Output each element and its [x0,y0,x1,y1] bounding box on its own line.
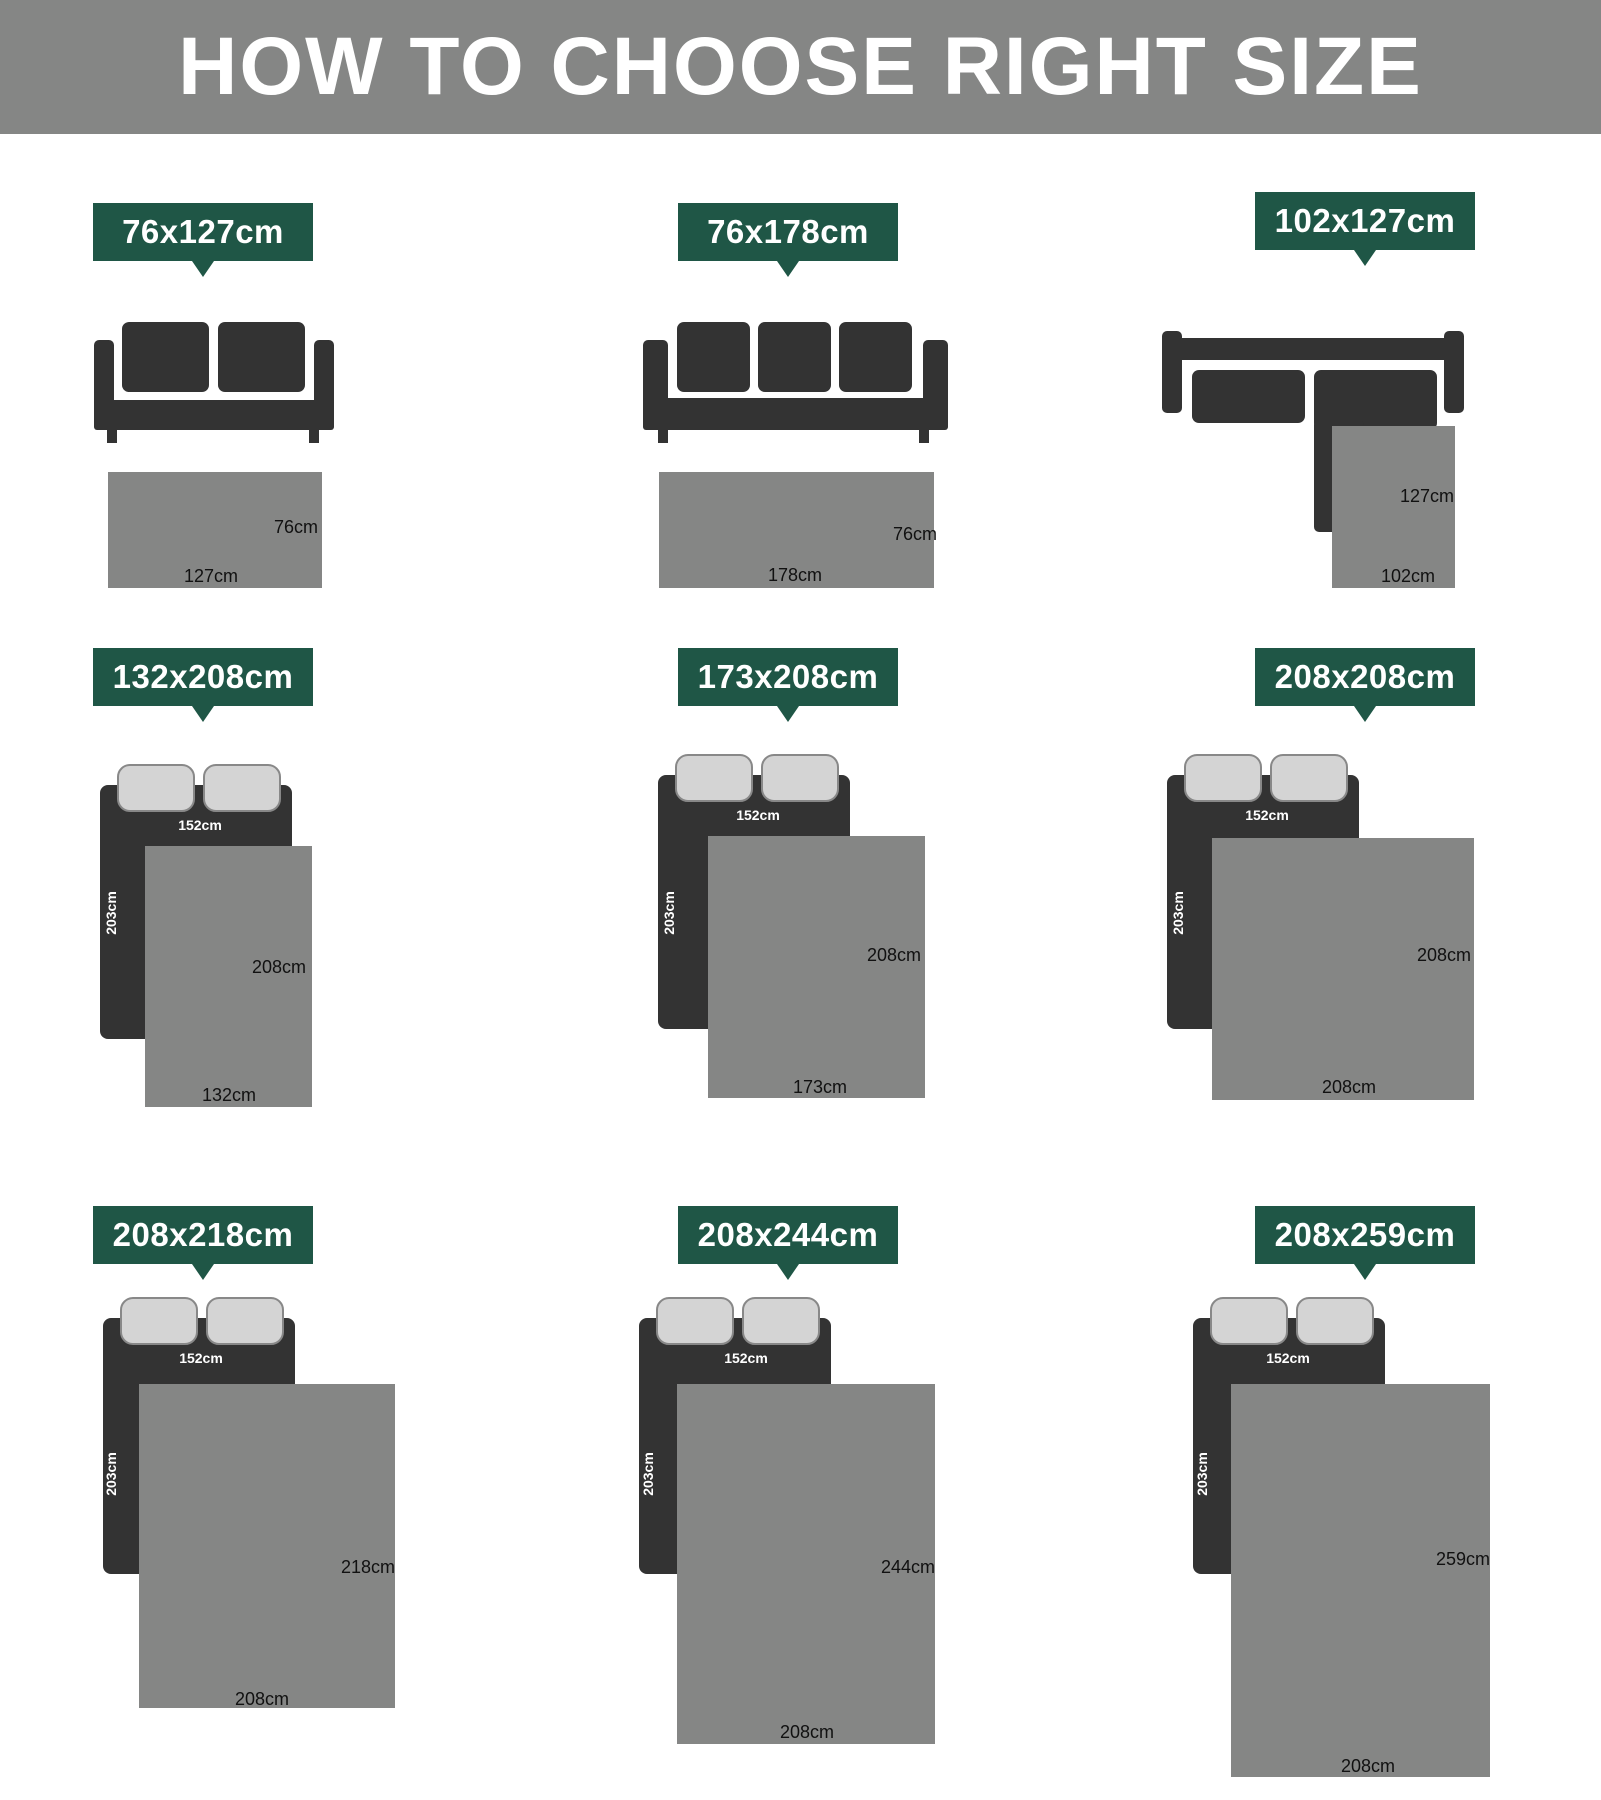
rug-depth-label: 208cm [252,957,306,977]
size-badge: 208x208cm [1255,648,1475,722]
bed-width-label: 152cm [736,807,780,823]
bed-width-label: 152cm [179,1350,223,1366]
bed-length-label: 203cm [1170,891,1186,935]
page-title: HOW TO CHOOSE RIGHT SIZE [178,21,1423,112]
rug-depth-label: 208cm [1417,945,1471,965]
rug-width-label: 132cm [202,1085,256,1105]
rug [108,472,322,588]
bed-width-label: 152cm [724,1350,768,1366]
rug-width-label: 208cm [1322,1077,1376,1097]
rug-depth-label: 218cm [341,1557,395,1577]
rug [677,1384,935,1744]
rug-width-label: 208cm [1341,1756,1395,1776]
bed-length-label: 203cm [640,1452,656,1496]
size-badge: 208x244cm [678,1206,898,1280]
rug-width-label: 208cm [780,1722,834,1742]
bed-width-label: 152cm [178,817,222,833]
size-badge: 208x259cm [1255,1206,1475,1280]
rug-width-label: 178cm [768,565,822,585]
rug [659,472,934,588]
rug [1231,1384,1490,1777]
size-badge: 76x127cm [93,203,313,277]
size-badge: 173x208cm [678,648,898,722]
rug-width-label: 127cm [184,566,238,586]
rug [1212,838,1474,1100]
rug-depth-label: 244cm [881,1557,935,1577]
size-badge: 102x127cm [1255,192,1475,266]
sofa-two-seat-icon [94,322,334,443]
rug-depth-label: 76cm [274,517,318,537]
page-header: HOW TO CHOOSE RIGHT SIZE [0,0,1601,134]
rug-depth-label: 208cm [867,945,921,965]
rug-depth-label: 127cm [1400,486,1454,506]
size-badge: 76x178cm [678,203,898,277]
bed-length-label: 203cm [661,891,677,935]
bed-length-label: 203cm [1194,1452,1210,1496]
bed-length-label: 203cm [103,891,119,935]
bed-length-label: 203cm [103,1452,119,1496]
size-badge: 132x208cm [93,648,313,722]
size-badge: 208x218cm [93,1206,313,1280]
bed-width-label: 152cm [1266,1350,1310,1366]
rug-depth-label: 259cm [1436,1549,1490,1569]
rug-width-label: 102cm [1381,566,1435,586]
rug-width-label: 208cm [235,1689,289,1709]
rug-width-label: 173cm [793,1077,847,1097]
rug [1332,426,1455,588]
bed-width-label: 152cm [1245,807,1289,823]
rug-depth-label: 76cm [893,524,937,544]
sofa-three-seat-icon [643,322,948,443]
rug [708,836,925,1098]
rug [145,846,312,1107]
rug [139,1384,395,1708]
